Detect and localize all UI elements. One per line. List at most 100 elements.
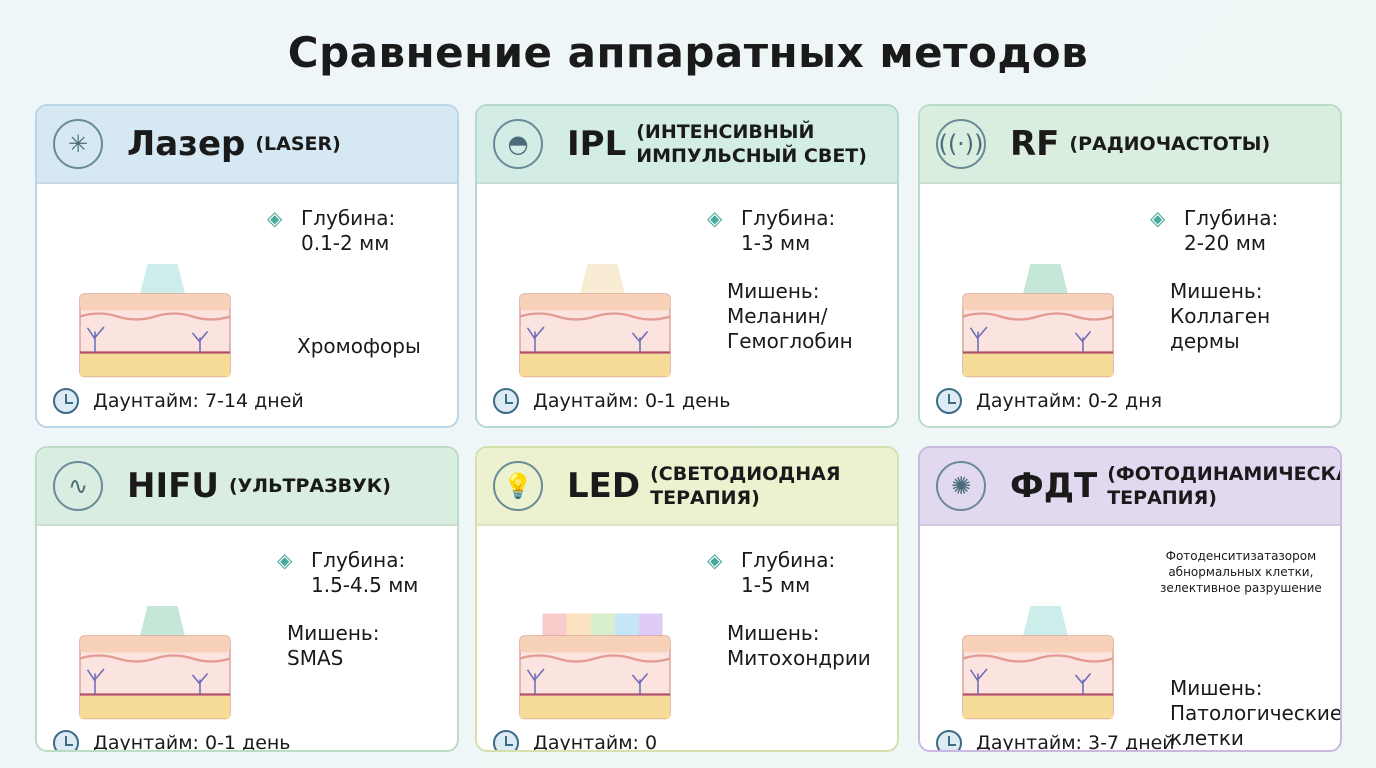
downtime: Даунтайм: 7-14 дней — [53, 388, 304, 414]
clock-icon — [53, 388, 79, 414]
skin-layers-illustration — [962, 606, 1114, 720]
target-info: Мишень:Меланин/Гемоглобин — [727, 279, 853, 354]
skin-layers-illustration — [519, 264, 671, 378]
downtime-text: Даунтайм: 7-14 дней — [93, 390, 304, 412]
clock-icon — [936, 730, 962, 750]
card-header: ✺ ФДТ (ФОТОДИНАМИЧЕСКАЯ ТЕРАПИЯ) — [920, 448, 1340, 526]
layers-icon: ◈ — [707, 206, 723, 230]
card-pdt: ✺ ФДТ (ФОТОДИНАМИЧЕСКАЯ ТЕРАПИЯ) Фотоден… — [918, 446, 1342, 752]
target-line: Патологические — [1170, 701, 1342, 725]
depth-label: Глубина: — [741, 206, 836, 230]
downtime-text: Даунтайм: 0-2 дня — [976, 390, 1163, 412]
depth-value: 2-20 мм — [1184, 231, 1266, 255]
downtime: Даунтайм: 0-2 дня — [936, 388, 1162, 414]
radio-antenna-icon: ((·)) — [936, 119, 986, 169]
depth-info: ◈ Глубина: 1-5 мм — [707, 548, 835, 598]
depth-value: 1.5-4.5 мм — [311, 573, 419, 597]
layers-icon: ◈ — [707, 548, 723, 572]
method-subtitle: (УЛЬТРАЗВУК) — [228, 475, 391, 497]
skin-layers-illustration — [79, 264, 231, 378]
downtime-text: Даунтайм: 0 — [533, 732, 658, 752]
downtime-text: Даунтайм: 3-7 дней — [976, 732, 1175, 752]
layers-icon: ◈ — [267, 206, 283, 230]
card-header: 💡 LED (СВЕТОДИОДНАЯ ТЕРАПИЯ) — [477, 448, 897, 526]
card-header: ((·)) RF (РАДИОЧАСТОТЫ) — [920, 106, 1340, 184]
note-line: Фотоденситизатазором — [1165, 549, 1317, 563]
method-subtitle: (ФОТОДИНАМИЧЕСКАЯ ТЕРАПИЯ) — [1107, 463, 1342, 509]
target-line: Хромофоры — [297, 334, 421, 358]
method-subtitle: (ИНТЕНСИВНЫЙ ИМПУЛЬСНЫЙ СВЕТ) — [636, 121, 867, 167]
clock-icon — [936, 388, 962, 414]
downtime: Даунтайм: 3-7 дней — [936, 730, 1175, 752]
method-name: Лазер — [127, 124, 246, 164]
clock-icon — [493, 388, 519, 414]
lamp-icon: ◓ — [493, 119, 543, 169]
card-body: Фотоденситизатазором абнормальных клетки,… — [920, 526, 1342, 752]
note-line: зелективное разрушение — [1160, 581, 1322, 595]
card-laser: ✳ Лазер (LASER) ◈ Глубина: 0.1-2 мм Хром… — [35, 104, 459, 428]
card-led: 💡 LED (СВЕТОДИОДНАЯ ТЕРАПИЯ) ◈ Глубина: … — [475, 446, 899, 752]
card-body: ◈ Глубина: 1.5-4.5 мм Мишень:SMAS Даунта… — [37, 526, 457, 752]
target-line: Мишень: — [1170, 279, 1263, 303]
card-hifu: ∿ HIFU (УЛЬТРАЗВУК) ◈ Глубина: 1.5-4.5 м… — [35, 446, 459, 752]
method-subtitle: (РАДИОЧАСТОТЫ) — [1069, 133, 1271, 155]
depth-info: ◈ Глубина: 0.1-2 мм — [267, 206, 395, 256]
method-name: HIFU — [127, 466, 219, 506]
method-name: ФДТ — [1010, 466, 1098, 506]
depth-value: 1-3 мм — [741, 231, 811, 255]
downtime: Даунтайм: 0-1 день — [493, 388, 731, 414]
depth-info: ◈ Глубина: 2-20 мм — [1150, 206, 1278, 256]
depth-info: ◈ Глубина: 1-3 мм — [707, 206, 835, 256]
downtime: Даунтайм: 0-1 день — [53, 730, 291, 752]
laser-burst-icon: ✳ — [53, 119, 103, 169]
target-line: Мишень: — [1170, 676, 1263, 700]
depth-label: Глубина: — [301, 206, 396, 230]
downtime-text: Даунтайм: 0-1 день — [533, 390, 731, 412]
method-subtitle: (СВЕТОДИОДНАЯ ТЕРАПИЯ) — [650, 463, 841, 509]
target-info: Мишень:Митохондрии — [727, 621, 871, 671]
method-name: LED — [567, 466, 641, 506]
target-line: Мишень: — [287, 621, 380, 645]
target-info: Мишень:SMAS — [287, 621, 379, 671]
depth-value: 1-5 мм — [741, 573, 811, 597]
method-subtitle: (LASER) — [255, 133, 341, 155]
target-line: дермы — [1170, 329, 1240, 353]
skin-layers-illustration — [519, 613, 671, 720]
heartbeat-wave-icon: ∿ — [53, 461, 103, 511]
depth-label: Глубина: — [741, 548, 836, 572]
target-line: Мишень: — [727, 621, 820, 645]
card-header: ✳ Лазер (LASER) — [37, 106, 457, 184]
card-ipl: ◓ IPL (ИНТЕНСИВНЫЙ ИМПУЛЬСНЫЙ СВЕТ) ◈ Гл… — [475, 104, 899, 428]
target-line: Гемоглобин — [727, 329, 853, 353]
target-line: SMAS — [287, 646, 344, 670]
depth-label: Глубина: — [311, 548, 406, 572]
method-name: IPL — [567, 124, 627, 164]
card-rf: ((·)) RF (РАДИОЧАСТОТЫ) ◈ Глубина: 2-20 … — [918, 104, 1342, 428]
skin-layers-illustration — [962, 264, 1114, 378]
clock-icon — [493, 730, 519, 750]
layers-icon: ◈ — [1150, 206, 1166, 230]
pdt-note: Фотоденситизатазором абнормальных клетки,… — [1160, 548, 1322, 596]
layers-icon: ◈ — [277, 548, 293, 572]
skin-layers-illustration — [79, 606, 231, 720]
target-line: Меланин/ — [727, 304, 828, 328]
card-body: ◈ Глубина: 1-3 мм Мишень:Меланин/Гемогло… — [477, 184, 897, 424]
downtime-text: Даунтайм: 0-1 день — [93, 732, 291, 752]
note-line: абнормальных клетки, — [1168, 565, 1314, 579]
target-line: Митохондрии — [727, 646, 871, 670]
depth-label: Глубина: — [1184, 206, 1279, 230]
card-header: ◓ IPL (ИНТЕНСИВНЫЙ ИМПУЛЬСНЫЙ СВЕТ) — [477, 106, 897, 184]
card-header: ∿ HIFU (УЛЬТРАЗВУК) — [37, 448, 457, 526]
card-body: ◈ Глубина: 1-5 мм Мишень:Митохондрии Дау… — [477, 526, 897, 752]
target-info: Хромофоры — [297, 334, 421, 359]
target-line: Коллаген — [1170, 304, 1271, 328]
lightbulb-icon: 💡 — [493, 461, 543, 511]
depth-value: 0.1-2 мм — [301, 231, 390, 255]
clock-icon — [53, 730, 79, 750]
page-title: Сравнение аппаратных методов — [287, 28, 1089, 77]
card-body: ◈ Глубина: 0.1-2 мм Хромофоры Даунтайм: … — [37, 184, 457, 424]
method-name: RF — [1010, 124, 1060, 164]
